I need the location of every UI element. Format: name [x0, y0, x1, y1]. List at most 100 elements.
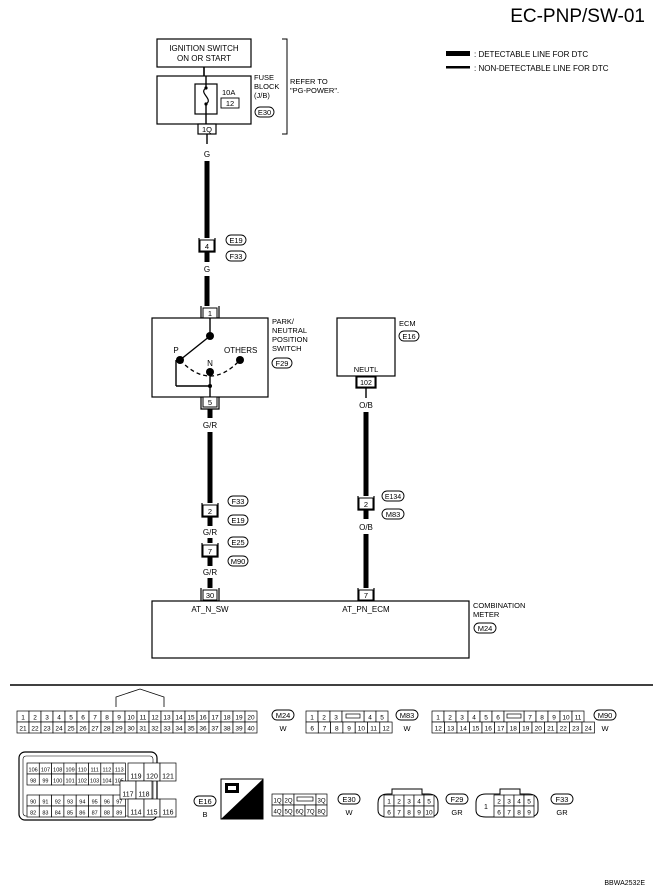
connector-cell [112, 773, 126, 786]
connector-2-left-c1: F33 [232, 497, 245, 506]
connector-pin-label: 6 [497, 810, 501, 817]
connector-pin-label: 7 [528, 715, 532, 722]
connector-pin-label: 99 [42, 779, 48, 785]
connector-pin-label: 29 [115, 726, 123, 733]
connector-7-left-c2: M90 [231, 557, 246, 566]
connector-pin-label: 5 [69, 715, 73, 722]
connector-pin-label: 109 [65, 768, 74, 774]
connector-pin-label: 11 [140, 715, 147, 722]
connector-pin-label: 6 [81, 715, 85, 722]
connector-pin-label: 103 [90, 779, 99, 785]
meter-label2: METER [473, 610, 500, 619]
e30-color: W [345, 808, 353, 817]
connector-pin-label: 14 [460, 726, 468, 733]
connector-pin-label: 26 [79, 726, 87, 733]
connector-pin-label: 86 [79, 811, 85, 817]
ignition-switch: IGNITION SWITCH ON OR START [156, 38, 252, 76]
pnp-pin-bottom: 5 [208, 398, 212, 407]
connector-pin-label: 114 [130, 810, 141, 817]
connector-pin-label: 92 [55, 800, 61, 806]
combination-meter: 30 7 AT_N_SW AT_PN_ECM COMBINATION METER… [151, 588, 525, 659]
connector-pin-label: 19 [522, 726, 530, 733]
connector-pin-label: 30 [127, 726, 135, 733]
m24-color: W [279, 724, 287, 733]
connector-pin-label: 8 [105, 715, 109, 722]
meter-label1: COMBINATION [473, 601, 525, 610]
connector-pin-label: 4 [517, 799, 521, 806]
connector-pin-label: 1Q [273, 799, 281, 805]
connector-pin-label: 97 [116, 800, 122, 806]
connector-pin-label: 8 [407, 810, 411, 817]
wire-color-g-top: G [204, 150, 210, 159]
meter-pin-30: 30 [206, 591, 214, 600]
f33-pin-label: 1 [484, 804, 488, 811]
connector-cell [523, 805, 535, 818]
pnp-label3: POSITION [272, 335, 308, 344]
connector-pin-label: 6 [387, 810, 391, 817]
connector-pin-label: 31 [139, 726, 147, 733]
connector-cell [379, 721, 393, 734]
connector-pin-label: 12 [382, 726, 390, 733]
connector-pin-label: 113 [115, 768, 124, 774]
connector-pin-label: 15 [187, 715, 195, 722]
connector-pin-label: 84 [55, 811, 61, 817]
connector-pin-label: 4 [368, 715, 372, 722]
wire-color-ob-2: O/B [359, 523, 373, 532]
connector-pin-label: 117 [122, 792, 133, 799]
connector-pin-label: 8Q [317, 810, 325, 816]
ignition-line2: ON OR START [177, 54, 231, 63]
page-title: EC-PNP/SW-01 [510, 6, 645, 27]
m24-key [115, 688, 165, 707]
connector-pin-label: 21 [19, 726, 27, 733]
fuse-icon [203, 87, 209, 105]
connector-pin-label: 8 [335, 726, 339, 733]
connector-pin-label: 102 [78, 779, 87, 785]
meter-term-at-n-sw: AT_N_SW [191, 605, 229, 614]
m24-badge [271, 709, 295, 721]
ecm-pin: 102 [360, 380, 372, 387]
connector-7-left-pin: 7 [208, 547, 212, 556]
connector-pin-label: 7 [397, 810, 401, 817]
connector-pin-label: 17 [497, 726, 505, 733]
connector-pin-label: 37 [211, 726, 219, 733]
fuse-block: 10A 12 FUSE BLOCK (J/B) E30 1Q REFER TO … [156, 38, 339, 135]
connector-pin-label: 32 [151, 726, 159, 733]
connector-pin-label: 14 [175, 715, 183, 722]
m83-lock [345, 713, 361, 719]
connector-pin-label: 108 [53, 768, 62, 774]
pnp-pin-top: 1 [208, 309, 212, 318]
connector-pin-label: 20 [535, 726, 543, 733]
connector-pin-label: 82 [30, 811, 36, 817]
connector-4-c2: F33 [230, 252, 243, 261]
e30-lock [296, 796, 314, 802]
connector-pin-label: 7Q [306, 810, 314, 816]
m83-badge [395, 709, 419, 721]
refer-line1: REFER TO [290, 77, 328, 86]
legend-detectable-swatch [446, 51, 470, 56]
connector-4-c1: E19 [229, 236, 242, 245]
connector-pin-label: 4 [472, 715, 476, 722]
fuse-amp: 10A [222, 88, 235, 97]
ecm-terminal: NEUTL [354, 365, 379, 374]
wire-color-ob-1: O/B [359, 401, 373, 410]
pnp-others-label: OTHERS [224, 346, 257, 355]
meter-term-at-pn-ecm: AT_PN_ECM [342, 605, 390, 614]
connector-pin-label: 9 [527, 810, 531, 817]
wire-color-gr-1: G/R [203, 421, 217, 430]
connector-pin-label: 1 [21, 715, 25, 722]
connector-pin-label: 115 [146, 810, 157, 817]
connector-pin-label: 116 [162, 810, 173, 817]
connector-pin-label: 2 [33, 715, 37, 722]
connector-4: 4 E19 F33 G [198, 234, 247, 306]
pnp-connector: F29 [276, 359, 289, 368]
wire-color-g-bottom: G [204, 265, 210, 274]
connector-pin-label: 3 [507, 799, 511, 806]
pnp-n-label: N [207, 359, 213, 368]
ignition-line1: IGNITION SWITCH [169, 44, 239, 53]
pnp-label2: NEUTRAL [272, 326, 307, 335]
f33-color: GR [556, 808, 568, 817]
connector-pin-label: 5 [527, 799, 531, 806]
connector-pin-label: 13 [447, 726, 455, 733]
connector-pin-label: 5 [427, 799, 431, 806]
